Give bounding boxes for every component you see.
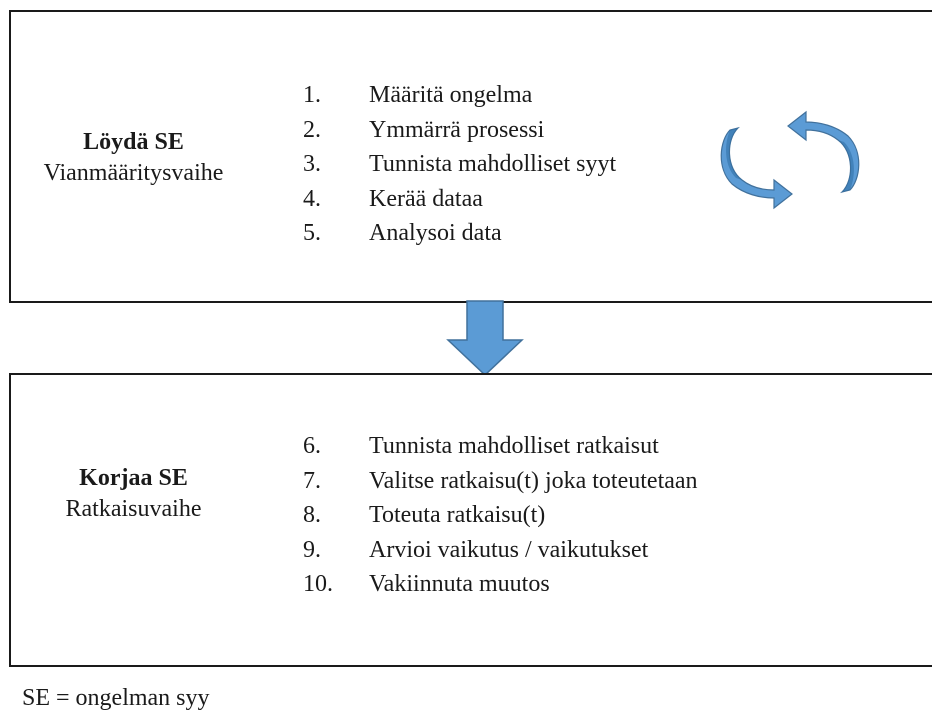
find-steps-list: 1. Määritä ongelma 2. Ymmärrä prosessi 3. T… bbox=[303, 78, 616, 251]
step-text: Analysoi data bbox=[369, 220, 502, 246]
step-text: Kerää dataa bbox=[369, 185, 483, 212]
cycle-arrow-lower-shade bbox=[726, 128, 742, 180]
circular-arrows-icon bbox=[720, 110, 860, 210]
step-text: Arvioi vaikutus / vaikutukset bbox=[369, 536, 649, 563]
step-number: 10. bbox=[303, 571, 333, 597]
step-item: 3. Tunnista mahdolliset syyt bbox=[303, 147, 616, 182]
step-item: 9. Arvioi vaikutus / vaikutukset bbox=[303, 533, 698, 568]
down-arrow-icon bbox=[446, 300, 524, 376]
step-number: 5. bbox=[303, 220, 321, 246]
down-arrow-shape bbox=[446, 300, 524, 376]
fix-phase-title: Korjaa SE bbox=[79, 465, 188, 491]
cycle-arrow-lower bbox=[720, 126, 793, 210]
step-item: 5. Analysoi data bbox=[303, 216, 616, 251]
find-phase-box: Löydä SE Vianmääritysvaihe 1. Määritä ong… bbox=[9, 10, 932, 303]
find-phase-label: Löydä SE Vianmääritysvaihe bbox=[11, 127, 256, 189]
step-text: Vakiinnuta muutos bbox=[369, 571, 550, 597]
cycle-arrow-upper-shade bbox=[838, 140, 854, 192]
step-number: 9. bbox=[303, 536, 321, 563]
fix-phase-label: Korjaa SE Ratkaisuvaihe bbox=[11, 463, 256, 525]
step-item: 8. Toteuta ratkaisu(t) bbox=[303, 498, 698, 533]
step-number: 3. bbox=[303, 151, 321, 177]
fix-phase-subtitle: Ratkaisuvaihe bbox=[65, 496, 202, 522]
step-text: Määritä ongelma bbox=[369, 82, 533, 108]
step-text: Toteuta ratkaisu(t) bbox=[369, 502, 546, 528]
step-text: Tunnista mahdolliset ratkaisut bbox=[369, 433, 659, 459]
step-item: 1. Määritä ongelma bbox=[303, 78, 616, 113]
step-item: 10. Vakiinnuta muutos bbox=[303, 567, 698, 602]
footnote: SE = ongelman syy bbox=[22, 685, 210, 711]
step-item: 6. Tunnista mahdolliset ratkaisut bbox=[303, 429, 698, 464]
find-phase-title: Löydä SE bbox=[83, 129, 184, 155]
step-number: 2. bbox=[303, 116, 321, 143]
step-number: 1. bbox=[303, 82, 321, 108]
step-item: 4. Kerää dataa bbox=[303, 182, 616, 217]
step-number: 4. bbox=[303, 185, 321, 212]
step-text: Tunnista mahdolliset syyt bbox=[369, 151, 617, 177]
step-number: 7. bbox=[303, 467, 321, 494]
cycle-arrow-upper bbox=[787, 110, 860, 194]
fix-phase-box: Korjaa SE Ratkaisuvaihe 6. Tunnista mahdo… bbox=[9, 373, 932, 667]
fix-steps-list: 6. Tunnista mahdolliset ratkaisut 7. Valit… bbox=[303, 429, 698, 602]
step-item: 7. Valitse ratkaisu(t) joka toteutetaan bbox=[303, 464, 698, 499]
step-text: Valitse ratkaisu(t) joka toteutetaan bbox=[369, 467, 698, 494]
step-number: 8. bbox=[303, 502, 321, 528]
find-phase-subtitle: Vianmääritysvaihe bbox=[43, 160, 224, 186]
step-item: 2. Ymmärrä prosessi bbox=[303, 113, 616, 148]
step-number: 6. bbox=[303, 433, 321, 459]
step-text: Ymmärrä prosessi bbox=[369, 116, 545, 143]
